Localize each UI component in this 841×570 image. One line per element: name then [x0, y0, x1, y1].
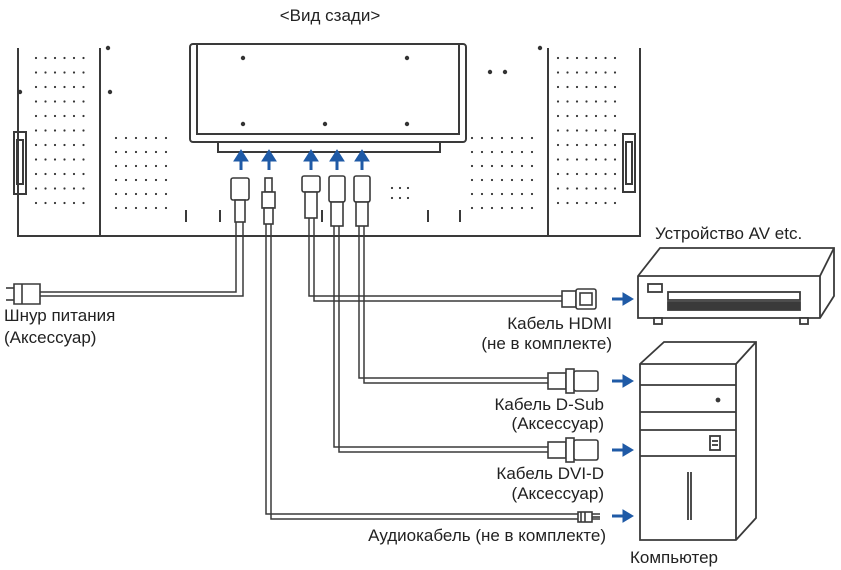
computer-tower [639, 341, 757, 541]
dvid-cable-label: Кабель DVI-D [496, 464, 604, 483]
dsub-cable-label: Кабель D-Sub [494, 395, 604, 414]
audio-device-arrow [612, 509, 634, 523]
hdmi-plug [561, 288, 597, 310]
computer-label: Компьютер [630, 548, 718, 567]
monitor-rear [13, 43, 641, 237]
audio-plug [577, 511, 600, 523]
dsub-plug [547, 368, 599, 394]
device-arrows [612, 292, 634, 523]
av-device-arrow [612, 292, 634, 306]
view-title: <Вид сзади> [279, 6, 381, 25]
power-cord-label: Шнур питания [4, 306, 116, 325]
power-port-arrow [233, 149, 249, 170]
dvid-cable-note: (Аксессуар) [511, 484, 604, 503]
dsub-port-arrow [354, 149, 370, 170]
hdmi-cable-note: (не в комплекте) [481, 334, 612, 353]
hdmi-cable-label: Кабель HDMI [507, 314, 612, 333]
dvid-plug [547, 437, 599, 463]
dsub-device-arrow [612, 374, 634, 388]
audio-cable-label: Аудиокабель (не в комплекте) [368, 526, 606, 545]
av-device-label: Устройство AV etc. [655, 224, 803, 243]
port-arrows [233, 149, 370, 170]
monitor-connectors [230, 175, 371, 227]
cables [40, 218, 600, 520]
hdmi-port-arrow [303, 149, 319, 170]
power-cord-note: (Аксессуар) [4, 328, 97, 347]
vent-dot-grids [17, 45, 617, 210]
power-plug [6, 283, 41, 305]
dvi-port-arrow [329, 149, 345, 170]
dvid-device-arrow [612, 443, 634, 457]
audio-port-arrow [261, 149, 277, 170]
dsub-cable-note: (Аксессуар) [511, 414, 604, 433]
av-device [637, 247, 835, 325]
